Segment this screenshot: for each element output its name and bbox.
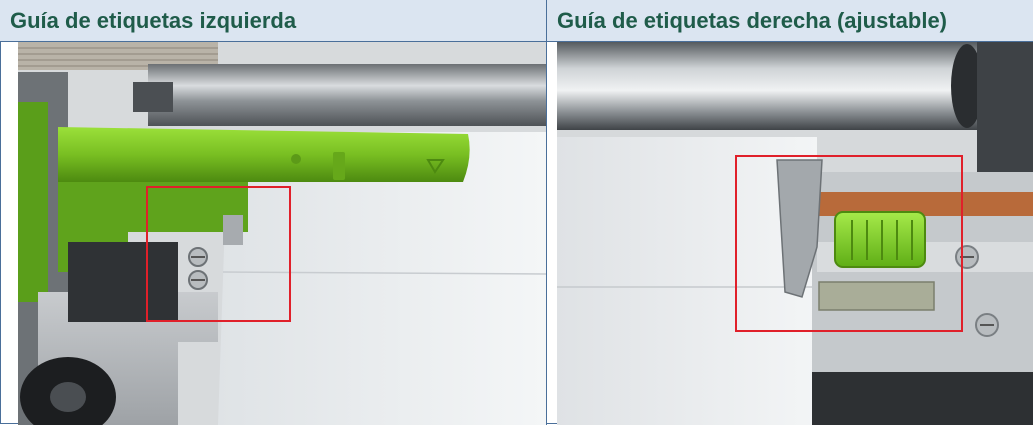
left-photo-illustration xyxy=(18,42,546,425)
highlight-box-right xyxy=(735,155,963,332)
image-cell-left xyxy=(0,42,547,425)
right-photo-illustration xyxy=(557,42,1033,425)
right-adjustable-label-guide-photo xyxy=(557,42,1033,425)
left-label-guide-photo xyxy=(18,42,546,425)
image-cell-right xyxy=(547,42,1033,425)
highlight-box-left xyxy=(146,186,291,322)
header-right-title: Guía de etiquetas derecha (ajustable) xyxy=(557,7,948,33)
table-header-row: Guía de etiquetas izquierda Guía de etiq… xyxy=(0,0,1033,42)
header-cell-left: Guía de etiquetas izquierda xyxy=(0,0,547,42)
header-cell-right: Guía de etiquetas derecha (ajustable) xyxy=(547,0,1033,42)
header-left-title: Guía de etiquetas izquierda xyxy=(10,7,297,33)
